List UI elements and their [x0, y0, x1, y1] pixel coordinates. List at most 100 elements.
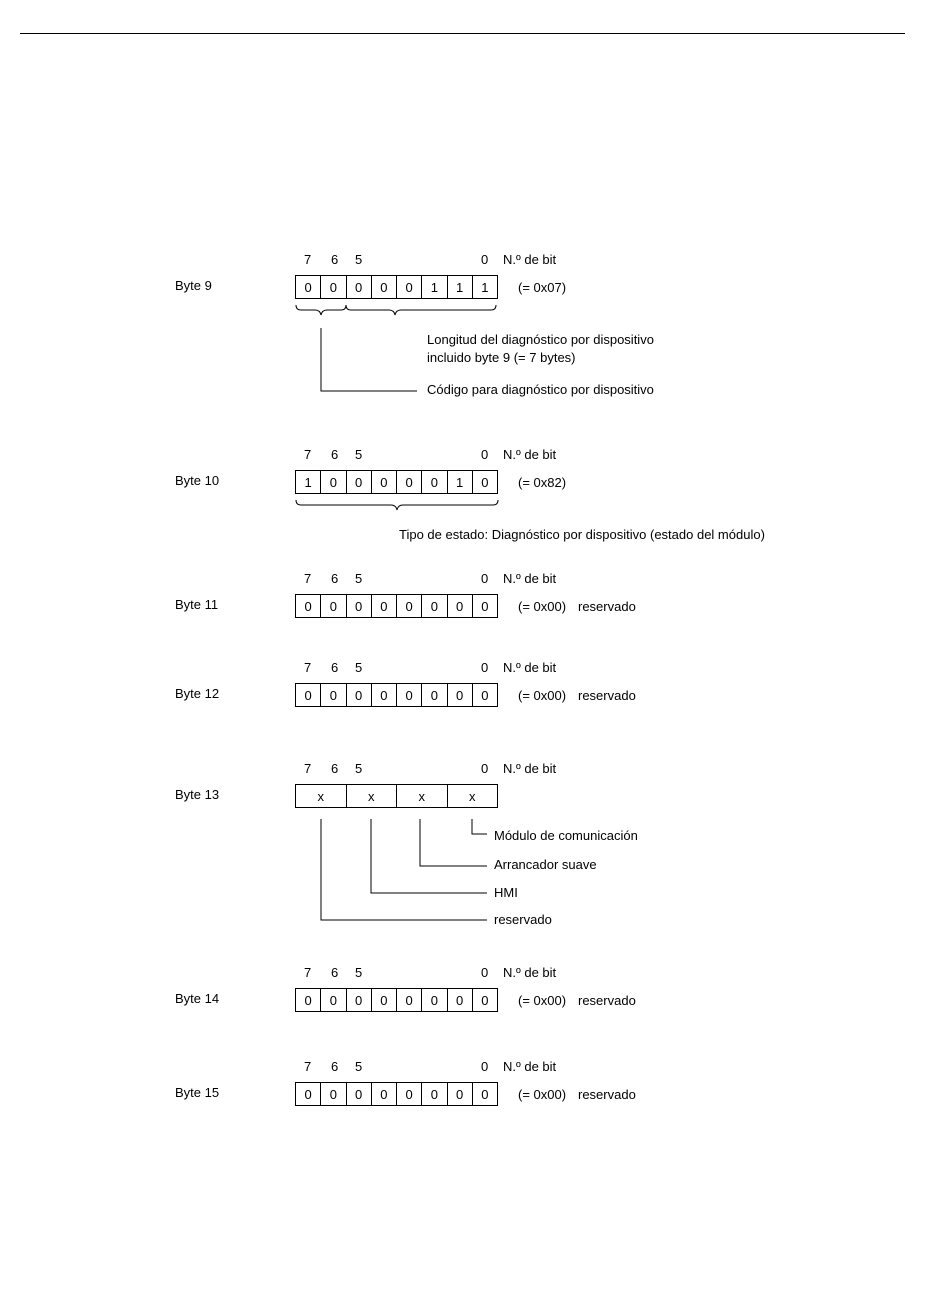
bit-cell: 0 — [397, 595, 423, 617]
bit-cell: 0 — [422, 1083, 448, 1105]
byte-label: Byte 11 — [175, 597, 219, 612]
byte10-status-type: Tipo de estado: Diagnóstico por disposit… — [399, 527, 765, 542]
byte13-reserved: reservado — [494, 912, 552, 927]
byte13-soft-starter: Arrancador suave — [494, 857, 597, 872]
bit-number-0: 0 — [481, 252, 489, 267]
bit-cell: 0 — [422, 471, 448, 493]
bit-number-6: 6 — [331, 571, 339, 586]
bit-number-6: 6 — [331, 252, 339, 267]
bit-cell: x — [469, 788, 476, 804]
bit-cell: 0 — [397, 1083, 423, 1105]
bit-cell: 0 — [481, 1086, 489, 1102]
bit-cell: 0 — [448, 595, 473, 617]
bit-cell: 0 — [397, 276, 423, 298]
bit-cell: 1 — [422, 276, 448, 298]
bit-cell: 0 — [321, 276, 347, 298]
bit-number-label: N.º de bit — [503, 252, 557, 267]
bit-number-0: 0 — [481, 660, 489, 675]
bit-number-5: 5 — [355, 965, 363, 980]
bit-number-0: 0 — [481, 571, 489, 586]
byte9-length-line1: Longitud del diagnóstico por dispositivo — [427, 332, 654, 347]
bit-number-label: N.º de bit — [503, 761, 557, 776]
bit-number-label: N.º de bit — [503, 660, 557, 675]
bit-cell: 0 — [321, 684, 347, 706]
byte-label: Byte 9 — [175, 278, 212, 293]
bit-number-label: N.º de bit — [503, 965, 557, 980]
bit-number-7: 7 — [304, 1059, 312, 1074]
byte-label: Byte 13 — [175, 787, 220, 802]
leader-comm-module — [471, 819, 487, 835]
bit-cell: 0 — [296, 684, 322, 706]
bit-number-6: 6 — [331, 1059, 339, 1074]
bit-number-7: 7 — [304, 571, 312, 586]
bit-cell: 0 — [347, 684, 372, 706]
bit-cell: 0 — [296, 276, 322, 298]
leader-code — [320, 328, 417, 392]
bit-cell: 0 — [422, 989, 448, 1011]
byte-label: Byte 12 — [175, 686, 220, 701]
reserved-note: reservado — [578, 1087, 636, 1102]
bit-number-7: 7 — [304, 761, 312, 776]
bit-cell: 0 — [448, 989, 473, 1011]
leader-hmi — [370, 819, 487, 894]
bit-cell: 0 — [372, 276, 397, 298]
bit-number-5: 5 — [355, 1059, 363, 1074]
bit-cell: 0 — [448, 684, 473, 706]
bit-cell: 0 — [481, 992, 489, 1008]
bit-cell: 0 — [481, 687, 489, 703]
bit-cell: 0 — [296, 1083, 322, 1105]
bit-number-0: 0 — [481, 965, 489, 980]
bit-number-6: 6 — [331, 447, 339, 462]
hex-value: (= 0x00) — [518, 993, 567, 1008]
bit-cell: 0 — [422, 595, 448, 617]
leader-reserved — [320, 819, 487, 921]
bit-number-6: 6 — [331, 761, 339, 776]
bit-cell: 1 — [296, 471, 322, 493]
bit-number-5: 5 — [355, 660, 363, 675]
bit-number-6: 6 — [331, 965, 339, 980]
byte9-length-line2: incluido byte 9 (= 7 bytes) — [427, 350, 576, 365]
bit-cell: 0 — [397, 989, 423, 1011]
hex-value: (= 0x82) — [518, 475, 567, 490]
hex-value: (= 0x00) — [518, 688, 567, 703]
bit-number-7: 7 — [304, 660, 312, 675]
leader-soft-starter — [419, 819, 487, 867]
bit-cell: 1 — [448, 471, 473, 493]
bit-cell: 0 — [372, 595, 397, 617]
bit-number-label: N.º de bit — [503, 447, 557, 462]
bit-cell: x — [296, 785, 347, 807]
hex-value: (= 0x07) — [518, 280, 567, 295]
bit-number-5: 5 — [355, 252, 363, 267]
bit-cell: 0 — [347, 1083, 372, 1105]
bit-cell: 0 — [481, 598, 489, 614]
bit-cell: 0 — [347, 276, 372, 298]
bit-cell: 0 — [347, 595, 372, 617]
bit-cell: 0 — [372, 471, 397, 493]
bit-cell: 0 — [372, 1083, 397, 1105]
header-rule — [20, 33, 905, 34]
byte-label: Byte 15 — [175, 1085, 220, 1100]
brace-byte10 — [295, 499, 499, 511]
bit-cell: 0 — [321, 1083, 347, 1105]
bit-number-5: 5 — [355, 571, 363, 586]
bit-cell: 0 — [347, 989, 372, 1011]
hex-value: (= 0x00) — [518, 1087, 567, 1102]
bit-number-5: 5 — [355, 447, 363, 462]
byte13-comm-module: Módulo de comunicación — [494, 828, 638, 843]
bit-number-0: 0 — [481, 761, 489, 776]
byte-label: Byte 14 — [175, 991, 220, 1006]
byte13-hmi: HMI — [494, 885, 518, 900]
byte-label: Byte 10 — [175, 473, 220, 488]
bit-number-label: N.º de bit — [503, 571, 557, 586]
bit-cell: 0 — [296, 989, 322, 1011]
bit-cell: 0 — [372, 989, 397, 1011]
bit-cell: 0 — [448, 1083, 473, 1105]
bit-cell: 0 — [296, 595, 322, 617]
bit-number-0: 0 — [481, 447, 489, 462]
bit-cell: 1 — [481, 279, 489, 295]
